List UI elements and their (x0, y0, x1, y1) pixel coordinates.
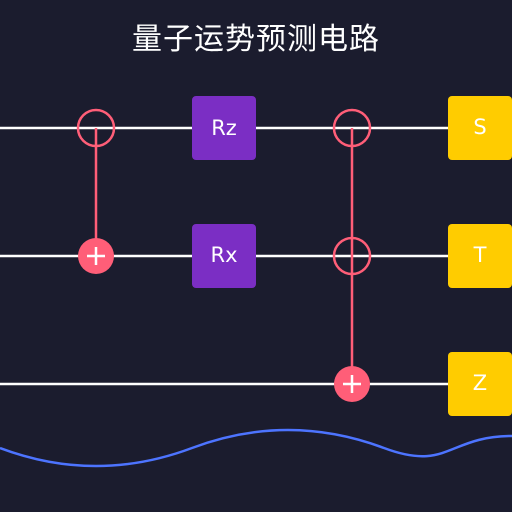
t-gate: T (448, 224, 512, 288)
rz-gate-label: Rz (211, 116, 237, 140)
cnot-gate-q0-q1 (76, 108, 116, 274)
toffoli-gate (332, 108, 372, 402)
control-circle-icon (332, 236, 372, 276)
page-title: 量子运势预测电路 (132, 22, 380, 57)
z-gate: Z (448, 352, 512, 416)
rz-gate: Rz (192, 96, 256, 160)
control-circle-icon (76, 108, 116, 148)
s-gate-label: S (473, 115, 486, 139)
s-gate: S (448, 96, 512, 160)
t-gate-label: T (473, 243, 487, 267)
z-gate-label: Z (473, 371, 487, 395)
rx-gate-label: Rx (210, 243, 237, 267)
rx-gate: Rx (192, 224, 256, 288)
control-circle-icon (332, 108, 372, 148)
sine-wave-icon (0, 428, 512, 468)
